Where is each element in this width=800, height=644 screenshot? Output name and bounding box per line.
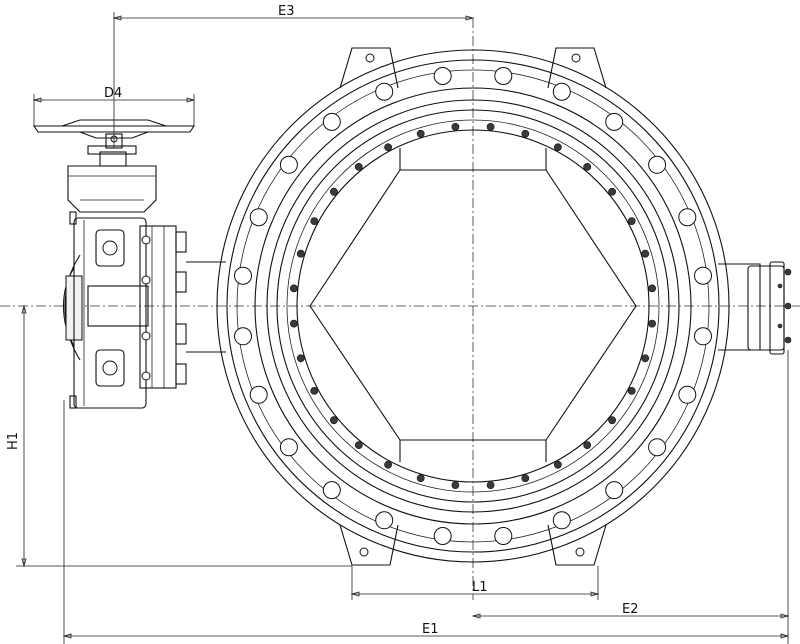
outer-bolt-hole [605, 112, 624, 131]
inner-bolt [296, 249, 305, 258]
outer-bolt-hole [234, 266, 252, 285]
inner-bolt [641, 249, 650, 258]
inner-bolt [329, 187, 338, 196]
inner-bolt [648, 319, 656, 328]
outer-bolt-hole [605, 481, 624, 500]
inner-bolt [641, 354, 650, 363]
inner-bolt [384, 460, 392, 469]
outer-bolt-hole [375, 511, 394, 530]
inner-bolt [648, 284, 656, 293]
inner-bolt [310, 386, 319, 395]
outer-bolt-hole [678, 208, 697, 227]
bottom-lugs [339, 524, 607, 566]
outer-bolt-hole [322, 481, 341, 500]
outer-bolt-hole [433, 67, 452, 85]
dim-label-d4: D4 [104, 86, 122, 101]
dimension-lines [16, 12, 790, 644]
outer-bolt-hole [249, 385, 268, 404]
dim-label-l1: L1 [472, 580, 488, 595]
outer-bolt-hole [279, 438, 298, 457]
outer-bolt-hole [678, 385, 697, 404]
inner-bolt [627, 217, 636, 225]
dim-label-e2: E2 [622, 602, 639, 617]
inner-bolt [583, 441, 592, 449]
outer-bolt-hole [552, 82, 571, 101]
inner-bolt [608, 416, 616, 425]
inner-bolt [384, 143, 392, 152]
top-lugs [339, 47, 607, 89]
outer-bolt-hole [234, 327, 252, 346]
inner-bolt [627, 386, 636, 395]
inner-bolt [451, 481, 460, 489]
inner-bolt [289, 284, 298, 293]
outer-bolt-hole [648, 155, 667, 174]
inner-bolt [451, 123, 460, 131]
outer-bolt-hole [433, 527, 452, 545]
outer-bolt-hole [694, 327, 712, 346]
inner-bolt [354, 441, 363, 449]
inner-bolt [521, 129, 530, 138]
inner-bolt [296, 354, 305, 363]
outer-bolt-hole [648, 438, 667, 457]
outer-bolt-hole [375, 82, 394, 101]
inner-bolt [310, 217, 319, 225]
inner-bolt [554, 143, 562, 152]
inner-bolt [329, 416, 338, 425]
inner-bolt [583, 162, 592, 171]
inner-bolt [608, 187, 616, 196]
dim-label-e3: E3 [278, 4, 295, 19]
outer-bolt-hole [279, 155, 298, 174]
inner-bolt [554, 460, 562, 469]
inner-bolt-pattern [289, 123, 656, 489]
outer-bolt-hole [249, 208, 268, 227]
inner-bolt [521, 474, 530, 483]
gearbox [62, 133, 187, 409]
inner-bolt [416, 129, 425, 138]
valve-body [216, 49, 730, 563]
inner-bolt [486, 481, 495, 489]
outer-bolt-hole [694, 266, 712, 285]
outer-bolt-hole [494, 67, 513, 85]
outer-bolt-hole [322, 112, 341, 131]
outer-bolt-hole [552, 511, 571, 530]
inner-bolt [289, 319, 298, 328]
outer-bolt-hole [494, 527, 513, 545]
inner-bolt [416, 474, 425, 483]
inner-bolt [486, 123, 495, 131]
dim-label-h1: H1 [6, 432, 21, 450]
outer-bolt-holes [234, 67, 712, 545]
right-shaft-end [718, 261, 792, 355]
inner-bolt [354, 162, 363, 171]
left-neck [186, 261, 226, 353]
dim-label-e1: E1 [422, 622, 439, 637]
